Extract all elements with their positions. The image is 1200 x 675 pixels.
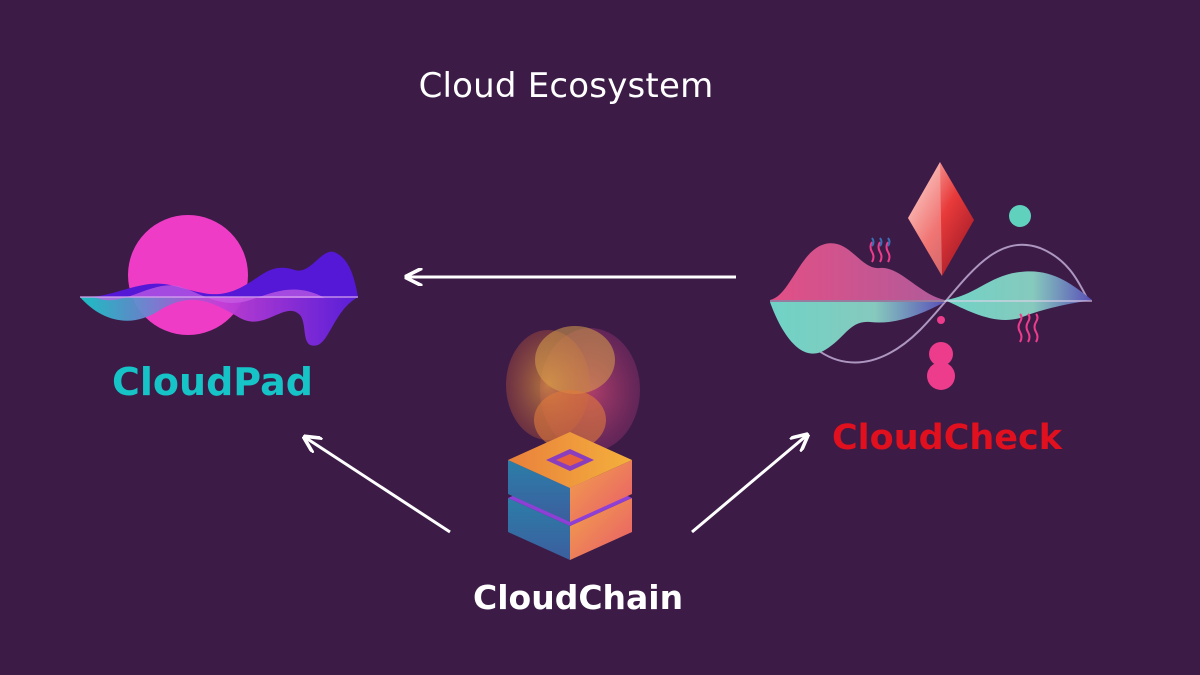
- cloudpad-wave-back: [80, 251, 358, 298]
- diagram-title: Cloud Ecosystem: [418, 66, 714, 106]
- arrow-cloudchain-to-cloudcheck: [691, 436, 806, 534]
- heat-squiggle-icon: [869, 241, 891, 263]
- cube-top-right: [570, 460, 632, 522]
- cloudpad-wave-front: [80, 297, 358, 346]
- arrow-cloudchain-to-cloudpad: [306, 438, 451, 534]
- pink-dot-upper: [929, 342, 953, 366]
- smoke-cloud: [534, 390, 606, 450]
- cube-bottom-right: [570, 498, 632, 560]
- cloudcheck-logo: [770, 162, 1092, 390]
- cloudchain-label: CloudChain: [473, 578, 684, 617]
- cube-top-left: [508, 460, 570, 522]
- heat-squiggle-icon: [871, 237, 891, 247]
- heat-squiggle-icon: [1017, 313, 1039, 343]
- cloudcheck-wave-teal-right: [945, 271, 1092, 320]
- teal-dot: [1009, 205, 1031, 227]
- cloudpad-wave-highlight: [95, 285, 325, 303]
- smoke-cloud: [535, 326, 615, 394]
- cube-bottom-left: [508, 498, 570, 560]
- cube-hole-inner: [556, 454, 584, 466]
- crystal-icon: [908, 162, 974, 276]
- cloudcheck-outline-curve: [789, 243, 1089, 364]
- pink-dot-lower: [927, 362, 955, 390]
- cloudpad-label: CloudPad: [112, 360, 313, 404]
- cloudcheck-label: CloudCheck: [832, 418, 1063, 458]
- pink-dot-small: [937, 316, 945, 324]
- crystal-facet: [908, 162, 942, 276]
- cloudcheck-wave-teal-bottom: [770, 302, 945, 354]
- cloudpad-logo: [80, 215, 358, 346]
- cloudcheck-wave-pink: [770, 243, 945, 300]
- cloudchain-logo: [506, 326, 640, 560]
